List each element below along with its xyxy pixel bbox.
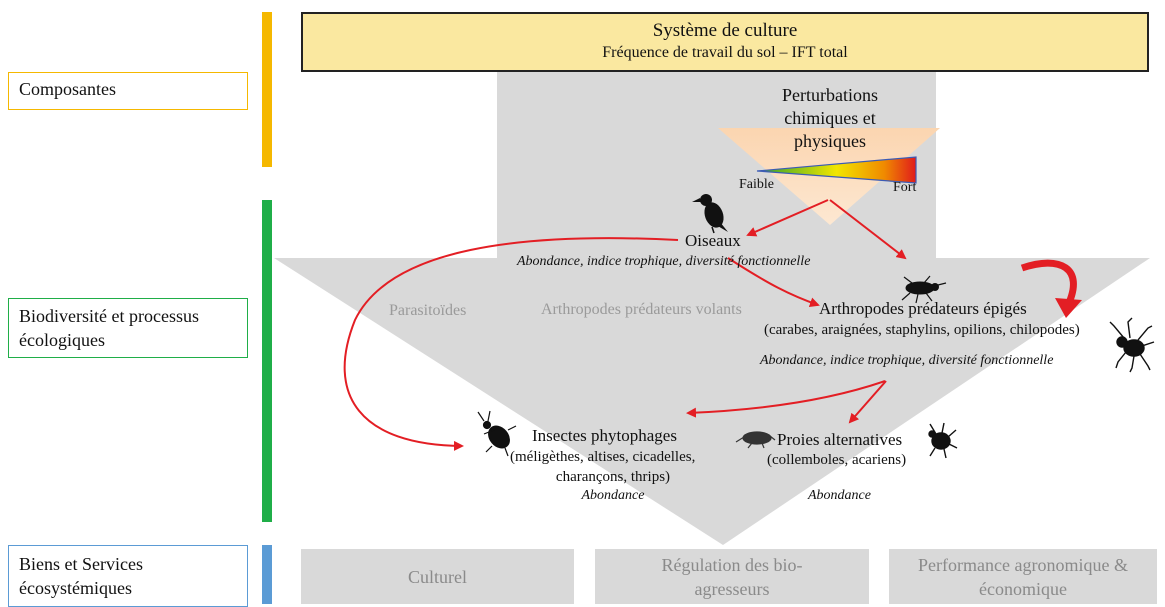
- collembola-icon: [735, 431, 776, 449]
- bird-icon: [692, 194, 728, 234]
- oiseaux-metrics: Abondance, indice trophique, diversité f…: [517, 254, 811, 269]
- service-regulation-label: Régulation des bio-agresseurs: [661, 554, 803, 599]
- service-culturel: Culturel: [301, 549, 574, 604]
- predateurs-volants-label: Arthropodes prédateurs volants: [541, 301, 742, 318]
- phytophages-title: Insectes phytophages: [532, 426, 677, 445]
- epiges-examples: (carabes, araignées, staphylins, opilion…: [764, 322, 1080, 338]
- header-subtitle: Fréquence de travail du sol – IFT total: [602, 44, 848, 61]
- service-regulation: Régulation des bio-agresseurs: [595, 549, 869, 604]
- composantes-label: Composantes: [8, 72, 248, 110]
- systeme-de-culture-box: Système de culture Fréquence de travail …: [301, 12, 1149, 72]
- biodiversite-bar: [262, 200, 272, 522]
- epiges-metrics: Abondance, indice trophique, diversité f…: [760, 353, 1054, 368]
- epiges-title: Arthropodes prédateurs épigés: [819, 299, 1027, 318]
- phytophages-examples-1: (méligèthes, altises, cicadelles,: [510, 449, 696, 465]
- proies-examples: (collemboles, acariens): [767, 452, 907, 468]
- composantes-bar: [262, 12, 272, 167]
- gradient-low-label: Faible: [739, 177, 774, 192]
- spider-icon: [1109, 317, 1155, 373]
- phytophage-beetle-icon: [477, 410, 517, 457]
- service-culturel-label: Culturel: [408, 566, 467, 587]
- phytophages-metrics: Abondance: [581, 488, 645, 503]
- perturbations-label: Perturbations chimiques et physiques: [782, 85, 878, 151]
- arrow-perturb-to-epiges: [829, 199, 907, 260]
- phytophages-examples-2: charançons, thrips): [555, 469, 671, 485]
- service-performance-label: Performance agronomique & économique: [918, 554, 1128, 599]
- proies-title: Proies alternatives: [777, 430, 903, 449]
- arrow-epiges-to-phytophages: [686, 380, 886, 418]
- header-title: Système de culture: [652, 20, 798, 41]
- service-performance: Performance agronomique & économique: [889, 549, 1157, 604]
- proies-metrics: Abondance: [808, 488, 871, 503]
- intensity-gradient-bar: [756, 156, 917, 184]
- ground-beetle-icon: [901, 275, 947, 304]
- oiseaux-title: Oiseaux: [685, 231, 741, 250]
- self-interaction-arrow: [1020, 259, 1077, 307]
- arrow-birds-to-phytophages: [343, 237, 679, 451]
- self-interaction-arrowhead: [1055, 298, 1082, 318]
- biodiversite-label: Biodiversité et processus écologiques: [8, 298, 248, 358]
- grey-flow-arrow: [274, 72, 1150, 545]
- arrow-epiges-to-proies: [848, 380, 887, 424]
- arrow-perturb-to-birds: [746, 199, 829, 237]
- biens-services-label: Biens et Services écosystémiques: [8, 545, 248, 607]
- services-bar: [262, 545, 272, 604]
- mite-icon: [928, 422, 958, 459]
- parasitoides-label: Parasitoïdes: [389, 302, 467, 319]
- arrow-birds-to-epiges: [727, 257, 820, 308]
- gradient-high-label: Fort: [893, 180, 917, 195]
